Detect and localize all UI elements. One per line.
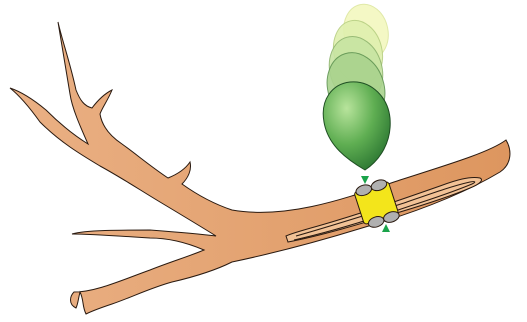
seed	[323, 82, 390, 184]
arrow-icon	[382, 224, 390, 232]
seed-tail-arrow	[361, 176, 369, 184]
tree-branch	[10, 22, 510, 314]
tree-branch-icon	[10, 22, 510, 314]
seed-icon	[323, 82, 390, 170]
